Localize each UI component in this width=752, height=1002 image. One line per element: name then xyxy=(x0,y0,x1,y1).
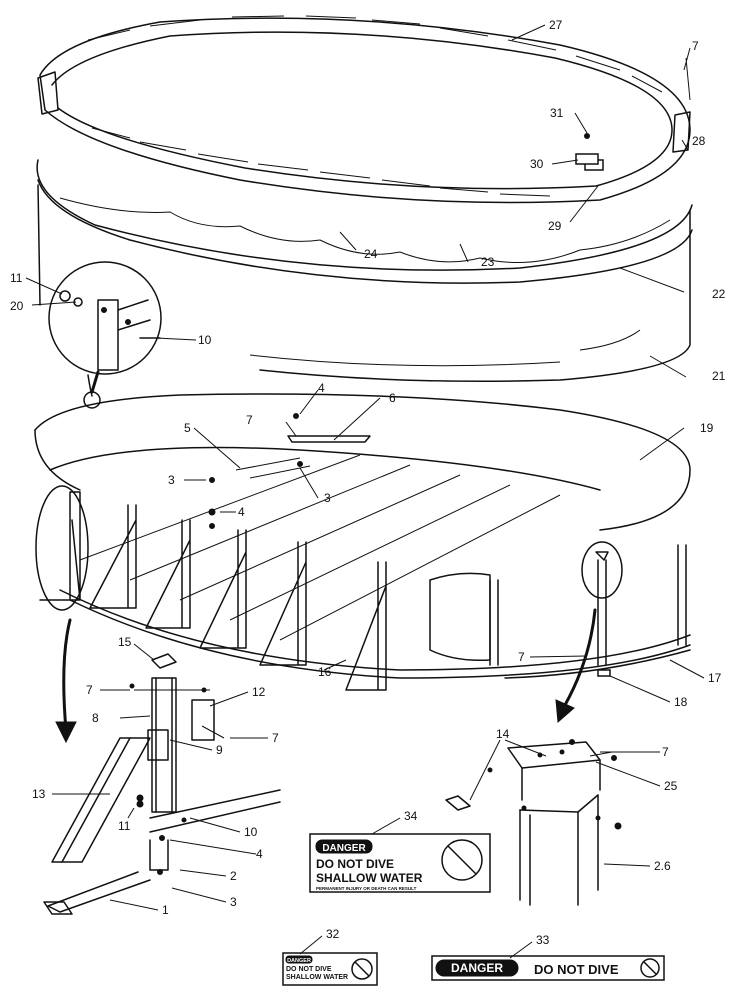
arrow-top-detail xyxy=(90,370,100,394)
sign-fine-print: PERMANENT INJURY OR DEATH CAN RESULT xyxy=(316,886,417,891)
label-32: 32 xyxy=(326,927,340,941)
label-9: 9 xyxy=(216,743,223,757)
label-14: 14 xyxy=(496,727,510,741)
label-30: 30 xyxy=(530,157,544,171)
label-18: 18 xyxy=(674,695,688,709)
label-6: 6 xyxy=(389,391,396,405)
label-11-a: 11 xyxy=(10,271,23,285)
label-4-b: 4 xyxy=(238,505,245,519)
label-10-a: 10 xyxy=(198,333,212,347)
no-diving-icon-small xyxy=(354,961,370,977)
sign-line-1: DO NOT DIVE xyxy=(316,857,394,871)
detail-magnifier-top xyxy=(48,261,162,409)
pool-frame xyxy=(34,393,691,691)
leader-lines xyxy=(25,24,705,959)
no-diving-icon-strip xyxy=(643,961,657,975)
top-rail-ring xyxy=(37,15,691,204)
sign-danger-label: DANGER xyxy=(322,843,366,854)
sign32-line-2: SHALLOW WATER xyxy=(286,974,348,981)
label-1: 1 xyxy=(162,903,169,917)
arrow-head-left xyxy=(55,721,77,744)
sign-line-2: SHALLOW WATER xyxy=(316,871,423,885)
label-7-d: 7 xyxy=(86,683,93,697)
arrow-left-detail xyxy=(62,618,72,732)
sign32-line-1: DO NOT DIVE xyxy=(286,966,332,973)
liner-wall-assembly xyxy=(36,159,693,382)
label-7-b: 7 xyxy=(246,413,253,427)
warning-sign-34: DANGER DO NOT DIVE SHALLOW WATER PERMANE… xyxy=(309,833,491,893)
label-4-a: 4 xyxy=(318,381,325,395)
label-4-c: 4 xyxy=(256,847,263,861)
label-7-a: 7 xyxy=(692,39,699,53)
sign32-danger-label: DANGER xyxy=(287,958,311,964)
arrow-head-right xyxy=(555,699,575,724)
label-2: 2 xyxy=(230,869,237,883)
label-17: 17 xyxy=(708,671,722,685)
label-16: 16 xyxy=(318,665,332,679)
plate-30 xyxy=(575,153,599,165)
detail-magnifier-right xyxy=(581,541,623,599)
part-labels: 27 7 31 28 30 29 24 23 22 21 11 20 10 4 … xyxy=(10,18,726,947)
label-19: 19 xyxy=(700,421,714,435)
label-3-b: 3 xyxy=(324,491,331,505)
label-33: 33 xyxy=(536,933,550,947)
sign33-line-1: DO NOT DIVE xyxy=(534,962,619,977)
label-31: 31 xyxy=(550,106,564,120)
sign33-danger-label: DANGER xyxy=(451,961,503,975)
label-28: 28 xyxy=(692,134,706,148)
label-7-f: 7 xyxy=(662,745,669,759)
label-8: 8 xyxy=(92,711,99,725)
label-7-e: 7 xyxy=(272,731,279,745)
label-22: 22 xyxy=(712,287,726,301)
label-15: 15 xyxy=(118,635,132,649)
label-5: 5 xyxy=(184,421,191,435)
warning-sign-33: DANGER DO NOT DIVE xyxy=(431,955,665,981)
label-27: 27 xyxy=(549,18,563,32)
label-10-b: 10 xyxy=(244,825,258,839)
label-7-c: 7 xyxy=(518,650,525,664)
label-12: 12 xyxy=(252,685,266,699)
label-11-b: 11 xyxy=(118,819,131,833)
label-26: 2.6 xyxy=(654,859,671,873)
label-24: 24 xyxy=(364,247,378,261)
label-23: 23 xyxy=(481,255,495,269)
warning-sign-32: DANGER DO NOT DIVE SHALLOW WATER xyxy=(282,952,378,986)
label-3-a: 3 xyxy=(168,473,175,487)
label-21: 21 xyxy=(712,369,726,383)
cap-exploded-detail xyxy=(445,739,622,906)
detail-magnifier-left xyxy=(35,485,89,611)
label-34: 34 xyxy=(404,809,418,823)
label-3-c: 3 xyxy=(230,895,237,909)
arrow-right-detail xyxy=(563,608,597,707)
label-13: 13 xyxy=(32,787,46,801)
no-diving-icon xyxy=(447,845,477,875)
upright-exploded-detail xyxy=(43,653,281,915)
label-20: 20 xyxy=(10,299,24,313)
label-29: 29 xyxy=(548,219,562,233)
label-25: 25 xyxy=(664,779,678,793)
